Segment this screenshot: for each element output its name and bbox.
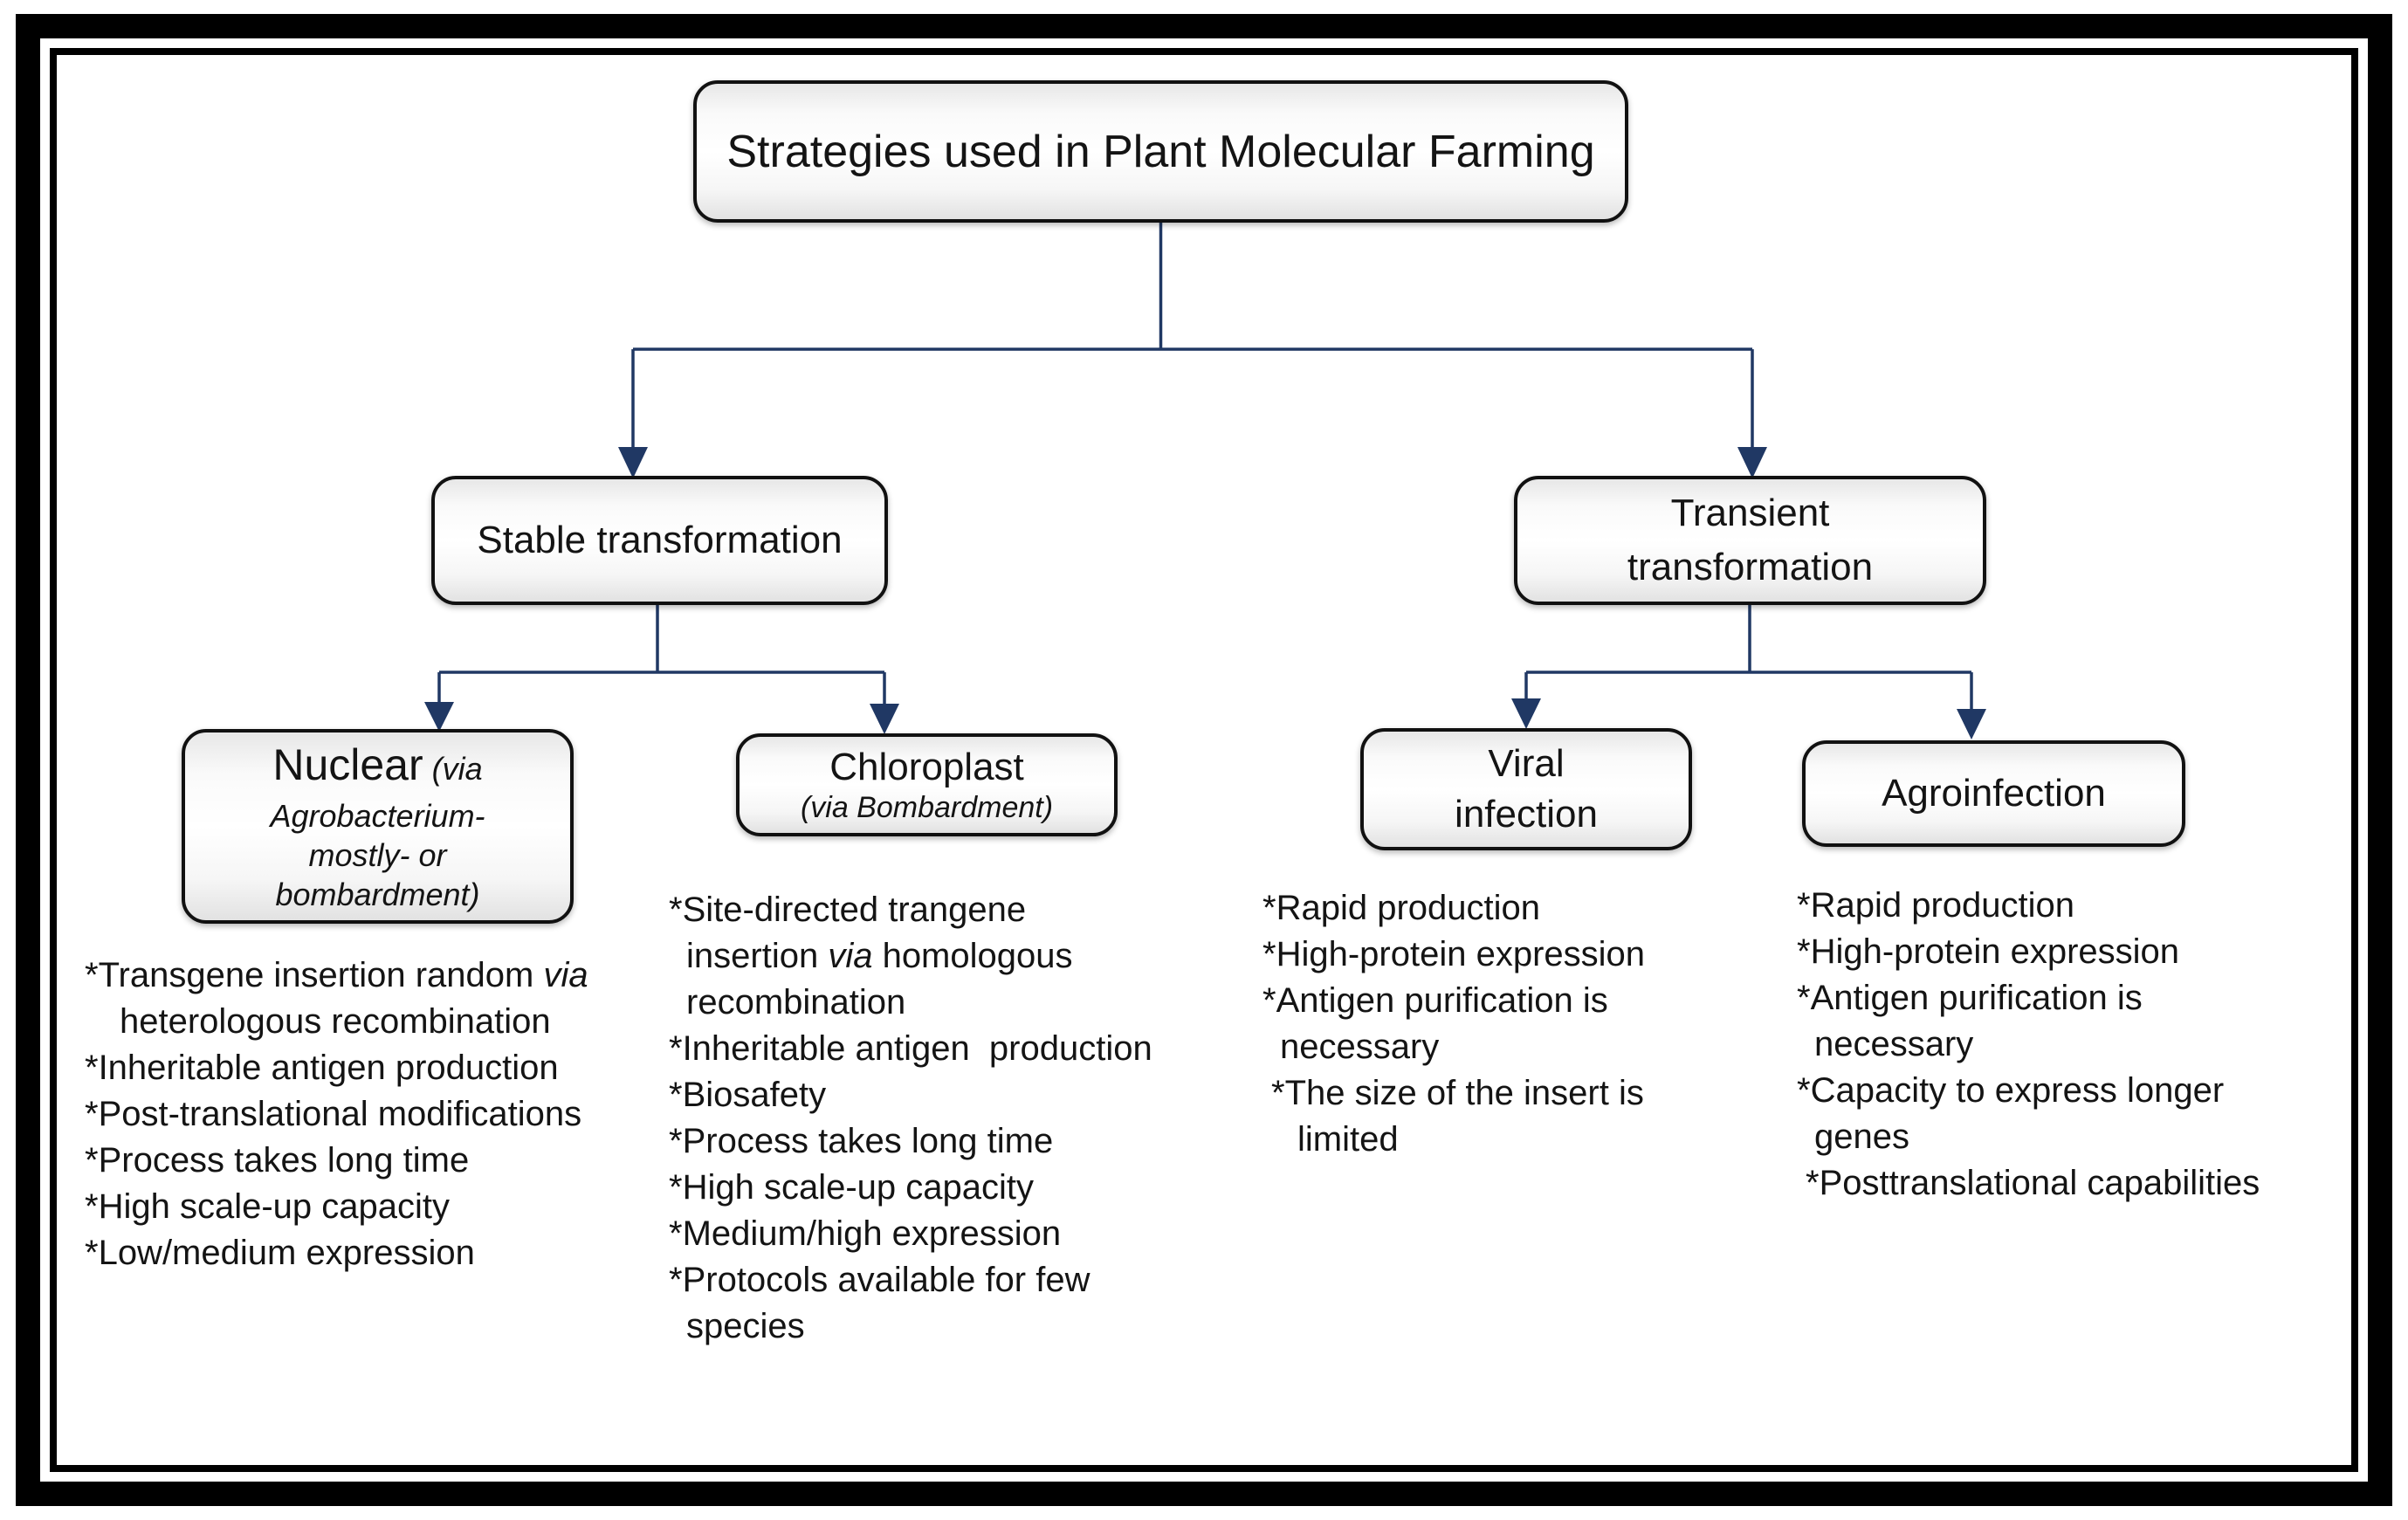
node-nuclear-title: Nuclear(via [272,739,482,794]
list-line: necessary [1280,1028,1440,1066]
node-transient-transformation: Transient transformation [1514,476,1986,605]
arrowhead-stable-icon [618,447,648,478]
list-line: *High-protein expression [1797,932,2180,971]
list-line: *High-protein expression [1262,935,1646,973]
list-line: *Capacity to express longer [1797,1071,2225,1110]
list-line: genes [1814,1118,1909,1156]
list-line: *Rapid production [1797,886,2074,925]
list-line: *Inheritable antigen production [85,1049,559,1087]
list-line: *Biosafety [669,1076,827,1114]
node-root: Strategies used in Plant Molecular Farmi… [693,80,1628,223]
node-viral-label: Viral infection [1455,742,1598,836]
list-line: *Process takes long time [85,1141,470,1180]
node-nuclear: Nuclear(via Agrobacterium- mostly- or bo… [182,729,574,924]
node-stable-transformation: Stable transformation [431,476,888,605]
arrowhead-nuclear-icon [424,702,454,732]
list-line: *Process takes long time [669,1122,1054,1160]
node-agroinfection-label: Agroinfection [1882,772,2106,815]
arrowhead-transient-icon [1737,447,1767,478]
node-stable-label: Stable transformation [477,519,843,561]
arrowhead-chloroplast-icon [870,704,899,734]
node-chloroplast: Chloroplast (via Bombardment) [736,733,1118,836]
node-nuclear-title-text: Nuclear [272,739,423,789]
list-line: necessary [1814,1025,1974,1063]
list-line: *Protocols available for few [669,1261,1090,1299]
node-viral-infection: Viral infection [1360,728,1692,850]
list-line: *Low/medium expression [85,1234,475,1272]
node-nuclear-subtitle-inline: (via [431,750,483,787]
nuclear-bullet-list: *Transgene insertion random via heterolog… [85,953,588,1276]
list-line: *High scale-up capacity [669,1168,1034,1207]
node-transient-label: Transient transformation [1627,492,1874,588]
list-line: *Transgene insertion random via [85,956,588,994]
list-line: *Antigen purification is [1262,981,1608,1020]
node-chloroplast-title: Chloroplast [829,746,1024,788]
list-line: *Medium/high expression [669,1214,1062,1253]
node-nuclear-subtitle: Agrobacterium- mostly- or bombardment) [270,797,485,912]
list-line: *Inheritable antigen production [669,1029,1152,1068]
list-line: *Rapid production [1262,889,1540,927]
node-agroinfection: Agroinfection [1802,740,2185,847]
node-chloroplast-subtitle: (via Bombardment) [800,791,1054,824]
list-line: limited [1297,1120,1399,1159]
arrowhead-viral-icon [1511,698,1541,729]
list-line: insertion via homologous [686,937,1073,975]
arrowhead-agroinfection-icon [1957,709,1986,739]
list-line: *Antigen purification is [1797,979,2143,1017]
list-line: *Post-translational modifications [85,1095,582,1133]
list-line: *Site-directed trangene [669,891,1027,929]
list-line: *The size of the insert is [1271,1074,1644,1112]
list-line: recombination [686,983,906,1021]
viral-infection-bullet-list: *Rapid production *High-protein expressio… [1262,885,1645,1163]
agroinfection-bullet-list: *Rapid production *High-protein expressio… [1797,883,2260,1207]
chloroplast-bullet-list: *Site-directed trangene insertion via hom… [669,887,1152,1350]
list-line: heterologous recombination [120,1002,551,1041]
list-line: *High scale-up capacity [85,1187,450,1226]
list-line: *Posttranslational capabilities [1806,1164,2260,1202]
list-line: species [686,1307,805,1345]
node-root-label: Strategies used in Plant Molecular Farmi… [726,126,1595,177]
